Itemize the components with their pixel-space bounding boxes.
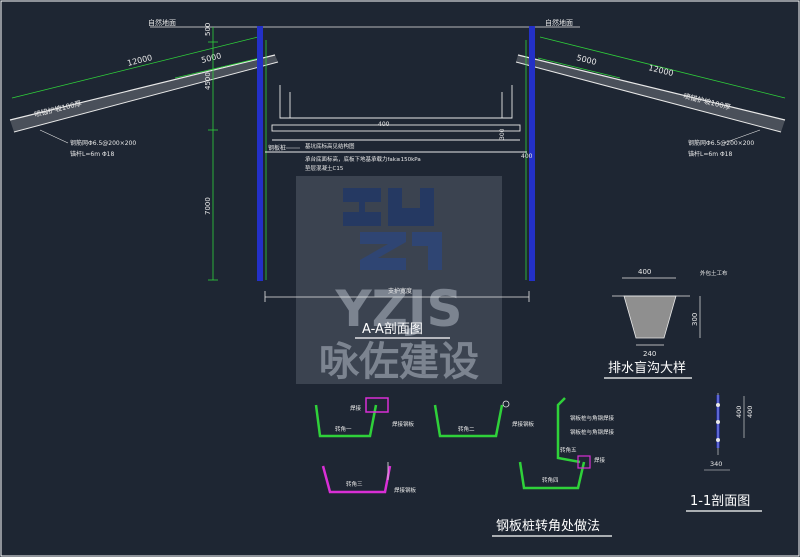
- corner-note-2: 焊接钢板: [392, 420, 415, 428]
- watermark-logo-icon: [343, 188, 442, 270]
- dim-lower: 7000: [204, 197, 212, 215]
- dim-slab: 400: [378, 121, 390, 128]
- section-11-dim-b: 400: [746, 406, 754, 418]
- drain-dim-side: 300: [691, 313, 699, 326]
- watermark-brand-en: YZJS: [334, 280, 462, 338]
- left-slope: 12000 5000 喷锚护坡100厚 钢筋网Φ6.5@200×200 锚杆L=…: [9, 36, 279, 158]
- right-top-mark: 自然地面: [545, 18, 573, 27]
- aa-note-2: 承台底面标高，底板下地基承载力fak≥150kPa: [305, 155, 421, 163]
- bottom-dim: [264, 291, 530, 302]
- left-note-2: 锚杆L=6m Φ18: [70, 150, 114, 158]
- section-aa: 自然地面 自然地面 12000 5000 喷锚护坡100厚 钢筋网Φ6.5@20…: [9, 18, 786, 339]
- left-inner-dim: 5000: [200, 51, 222, 65]
- left-pile-mark: 钢板桩: [268, 144, 286, 152]
- left-slope-dim: 12000: [126, 53, 153, 68]
- left-note-1: 钢筋网Φ6.5@200×200: [70, 139, 136, 147]
- corner-note-7: 钢板桩与角钢焊接: [570, 428, 615, 436]
- section-11-dim-a: 400: [735, 406, 743, 418]
- corner-label-2: 转角二: [458, 425, 475, 433]
- aa-note-3: 垫层混凝土C15: [305, 164, 344, 172]
- corner-label-1: 转角一: [335, 425, 352, 433]
- bottom-dim-label: 支护宽度: [388, 287, 412, 295]
- right-note-1: 钢筋网Φ6.5@200×200: [688, 139, 754, 147]
- left-top-mark: 自然地面: [148, 18, 176, 27]
- section-aa-title: A-A剖面图: [362, 322, 423, 337]
- drain-trench: [623, 295, 677, 339]
- corner-4: 转角四: [518, 461, 586, 490]
- dim-upper: 4500: [204, 72, 212, 90]
- right-note-2: 锚杆L=6m Φ18: [688, 150, 732, 158]
- corner-label-4: 转角四: [542, 476, 559, 484]
- drain-dim-top: 400: [638, 268, 651, 276]
- drain-note: 外包土工布: [700, 269, 728, 277]
- dim-side-right: 300: [499, 128, 506, 140]
- corner-note-4: 焊接钢板: [394, 486, 417, 494]
- aa-note-1: 基坑底标高见结构图: [305, 142, 355, 150]
- watermark-brand-cn: 咏佐建设: [319, 339, 479, 385]
- section-11-dim-c: 340: [710, 460, 722, 468]
- right-slope-dim: 12000: [648, 63, 675, 78]
- drain-detail-title: 排水盲沟大样: [608, 360, 686, 376]
- corner-note-5: 焊接: [594, 456, 606, 464]
- dim-right-small: 400: [521, 153, 533, 160]
- corner-5: 钢板桩与角钢焊接 钢板桩与角钢焊接 焊接 转角五: [556, 397, 615, 469]
- left-steel-pile: [257, 26, 263, 281]
- left-vertical-dims: [208, 27, 218, 281]
- corner-label-3: 转角三: [346, 480, 363, 488]
- section-11-title: 1-1剖面图: [690, 494, 750, 509]
- watermark: YZJS 咏佐建设: [296, 176, 502, 385]
- right-slope: 12000 5000 喷锚护坡100厚 钢筋网Φ6.5@200×200 锚杆L=…: [515, 36, 786, 158]
- corner-detail-title: 钢板桩转角处做法: [496, 519, 600, 534]
- corner-1: 转角一 焊接 焊接钢板: [314, 397, 415, 438]
- right-inner-dim: 5000: [576, 53, 598, 67]
- right-steel-pile: [529, 26, 535, 281]
- corner-note-6: 钢板桩与角钢焊接: [570, 414, 615, 422]
- corner-note-3: 焊接钢板: [512, 420, 535, 428]
- corner-detail: 转角一 焊接 焊接钢板 转角二 焊接钢板 转角三 焊接钢板 转角四 钢板桩与角钢…: [314, 397, 615, 537]
- dim-top: 500: [204, 23, 212, 36]
- basement-outline: [265, 85, 527, 153]
- corner-3: 转角三 焊接钢板: [321, 462, 417, 494]
- corner-label-5: 转角五: [560, 446, 577, 454]
- drain-dim-bottom: 240: [643, 350, 656, 358]
- section-11: 400 400 340 1-1剖面图: [686, 393, 762, 512]
- corner-note-1: 焊接: [350, 404, 362, 412]
- drain-detail: 400 240 300 外包土工布 排水盲沟大样: [604, 268, 728, 379]
- corner-2: 转角二 焊接钢板: [433, 400, 535, 438]
